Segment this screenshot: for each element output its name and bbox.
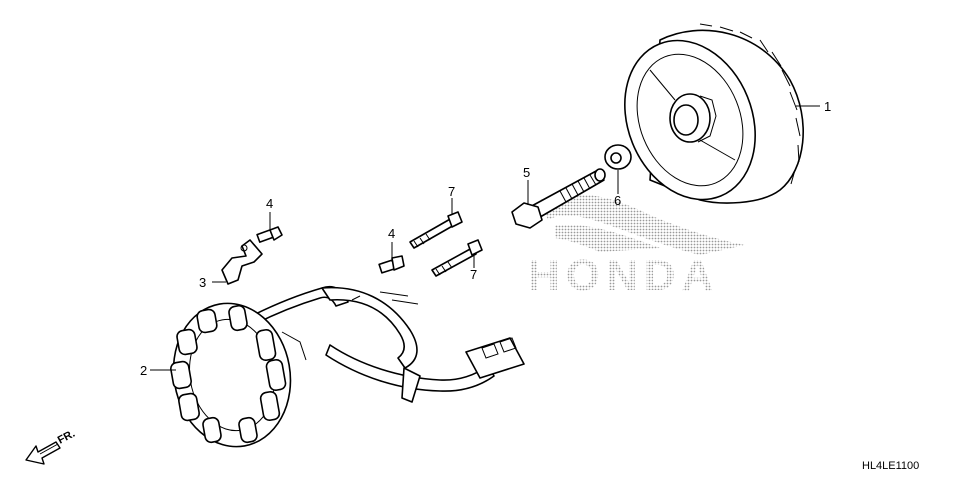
part-long-bolt-lower bbox=[431, 239, 483, 277]
callout-labels: 1 2 3 4 4 5 6 7 7 bbox=[140, 99, 831, 378]
part-long-bolt-upper bbox=[409, 211, 463, 249]
callout-4-lower: 4 bbox=[388, 226, 395, 241]
part-bolt-small-lower bbox=[378, 255, 405, 274]
part-stator bbox=[170, 302, 307, 448]
callout-5: 5 bbox=[523, 165, 530, 180]
callout-4-upper: 4 bbox=[266, 196, 273, 211]
callout-1: 1 bbox=[824, 99, 831, 114]
front-direction-label: FR. bbox=[56, 428, 77, 447]
callout-2: 2 bbox=[140, 363, 147, 378]
honda-logo-watermark: HONDA bbox=[528, 194, 745, 300]
callout-7-lower: 7 bbox=[470, 267, 477, 282]
callout-6: 6 bbox=[614, 193, 621, 208]
part-flange-bolt bbox=[511, 168, 606, 229]
leader-lines bbox=[150, 105, 820, 371]
front-direction-indicator: FR. bbox=[25, 428, 77, 465]
part-flywheel-rotor bbox=[624, 23, 804, 204]
honda-wing-mark-lower bbox=[555, 224, 660, 252]
part-bolt-small-upper bbox=[256, 226, 283, 243]
drawing-code: HL4LE1100 bbox=[862, 460, 919, 472]
watermark-text: HONDA bbox=[528, 251, 719, 300]
honda-wing-mark bbox=[540, 194, 745, 255]
part-wire-bracket bbox=[221, 239, 263, 285]
callout-7-upper: 7 bbox=[448, 184, 455, 199]
callout-3: 3 bbox=[199, 275, 206, 290]
part-washer bbox=[604, 144, 632, 170]
